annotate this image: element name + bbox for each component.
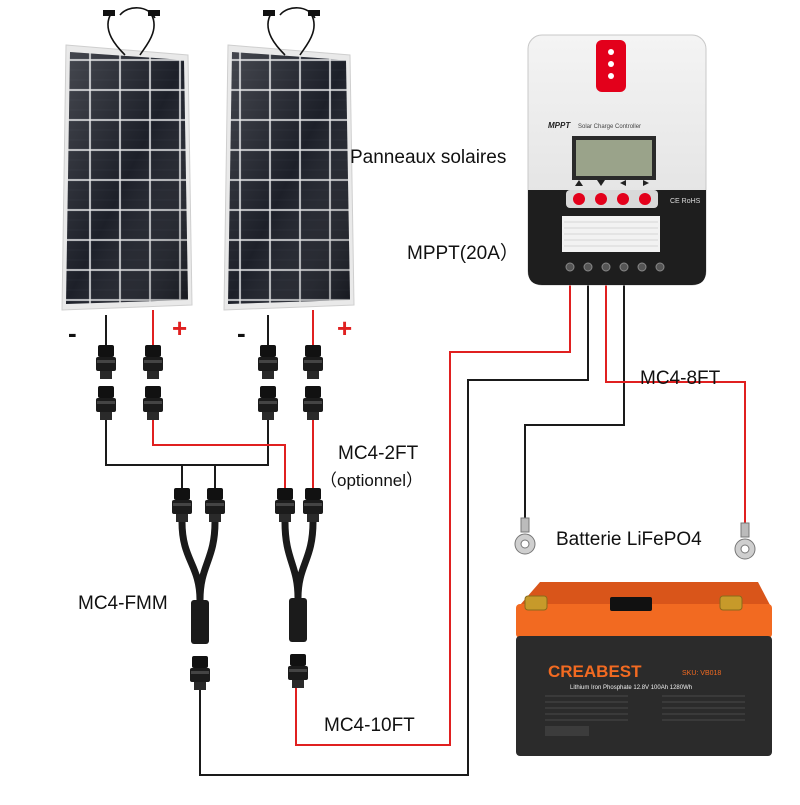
solar-panel-1 [61, 7, 193, 311]
panel2-negative-sign: - [237, 318, 246, 348]
y-branch-connector-right [275, 488, 323, 688]
junction-box-1 [107, 7, 156, 56]
battery-brand: CREABEST [548, 662, 642, 681]
panel1-positive-sign: + [172, 313, 188, 343]
controller-cert: CE RoHS [670, 198, 701, 205]
junction-box-2 [267, 7, 316, 56]
lcd-screen [576, 140, 652, 176]
controller-buttons [566, 180, 658, 208]
label-mc4-8ft: MC4-8FT [640, 368, 721, 389]
label-solar-panels: Panneaux solaires [350, 147, 507, 168]
controller-brand: MPPT [548, 121, 571, 130]
panel1-negative-sign: - [68, 318, 77, 348]
panel2-positive-sign: + [337, 313, 353, 343]
label-mc4-2ft: MC4-2FT [338, 443, 419, 464]
black-wires [105, 285, 625, 776]
solar-panel-2 [223, 7, 355, 311]
mc4-connectors-panels [96, 345, 323, 420]
ring-terminal-positive [734, 522, 756, 560]
label-optional: （optionnel） [320, 471, 424, 490]
label-battery: Batterie LiFePO4 [556, 529, 702, 550]
battery-sku: SKU: VB018 [682, 670, 721, 677]
label-mppt: MPPT(20A） [407, 243, 519, 264]
label-mc4-10ft: MC4-10FT [324, 715, 415, 736]
lifepo4-battery: CREABEST SKU: VB018 Lithium Iron Phospha… [516, 582, 772, 756]
controller-model: Solar Charge Controller [578, 124, 641, 130]
controller-terminals [565, 262, 665, 272]
battery-desc: Lithium Iron Phosphate 12.8V 100Ah 1280W… [570, 685, 692, 691]
y-branch-connector-left [172, 488, 225, 690]
label-mc4-fmm: MC4-FMM [78, 593, 168, 614]
red-wires [152, 285, 746, 746]
mppt-controller: MPPT Solar Charge Controller CE RoHS [527, 34, 707, 286]
ring-terminal-negative [514, 517, 536, 555]
